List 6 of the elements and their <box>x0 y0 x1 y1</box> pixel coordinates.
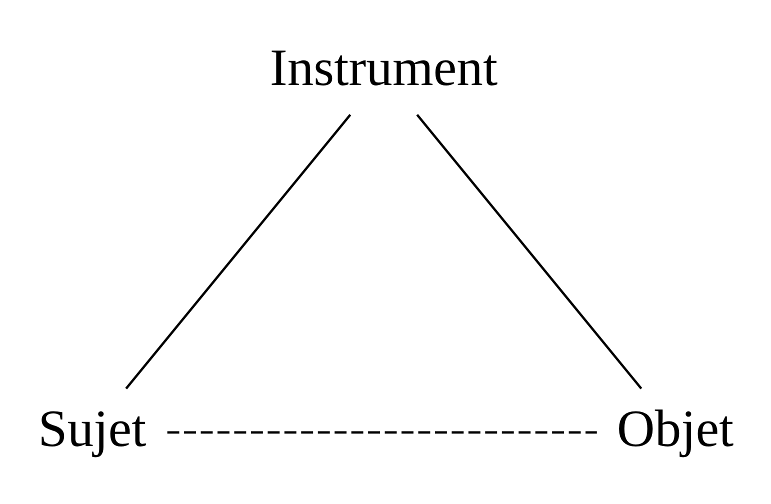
node-text: Instrument <box>270 38 498 97</box>
connector <box>416 114 642 390</box>
connector <box>125 114 352 390</box>
node-text: Objet <box>616 400 734 458</box>
connector <box>167 431 597 434</box>
node-text: Sujet <box>38 400 146 458</box>
